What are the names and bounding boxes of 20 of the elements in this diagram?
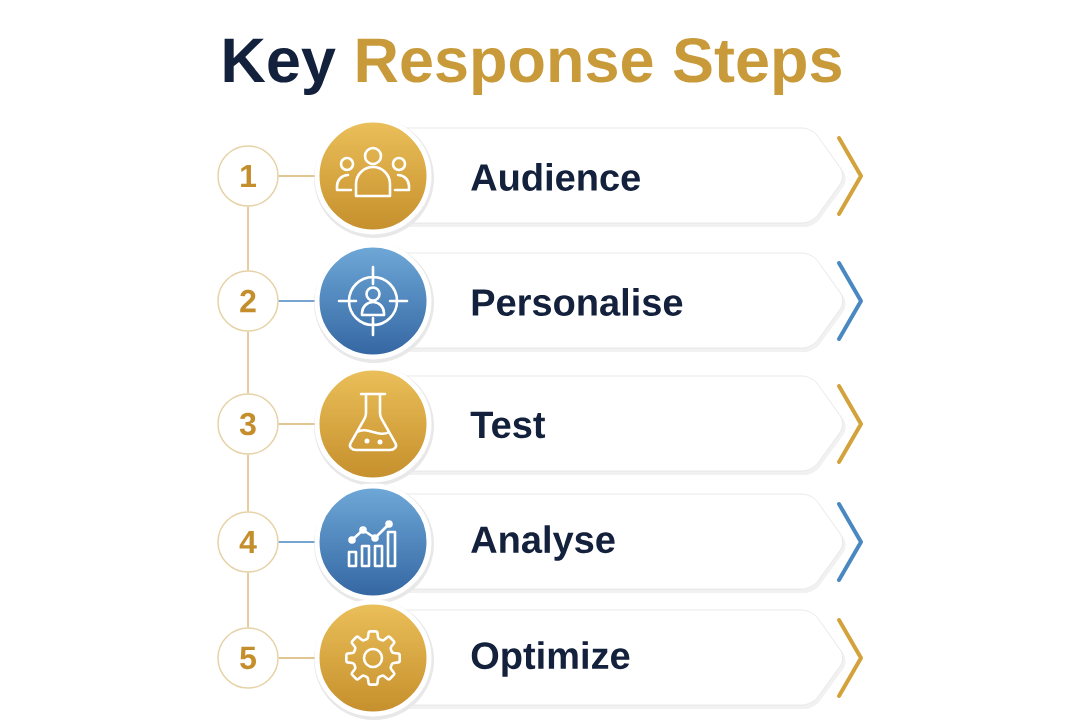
connector-line xyxy=(247,206,249,271)
connector-line xyxy=(278,541,316,543)
connector-line xyxy=(278,657,316,659)
connector-line xyxy=(247,454,249,512)
step-banner: Personalise xyxy=(394,252,846,352)
icon-circle xyxy=(314,242,434,363)
step-banner: Test xyxy=(394,375,846,475)
step-banner: Analyse xyxy=(394,493,846,593)
connector-line xyxy=(247,572,249,628)
icon-circle xyxy=(314,483,434,604)
connector-line xyxy=(278,423,316,425)
icon-circle xyxy=(314,117,434,238)
step-banner: Optimize xyxy=(394,609,846,709)
icon-circle xyxy=(314,599,434,720)
connector-line xyxy=(247,331,249,394)
step-banner: Audience xyxy=(394,127,846,227)
title: Key Response Steps xyxy=(224,38,841,96)
connector-line xyxy=(278,175,316,177)
icon-circle xyxy=(314,365,434,486)
connector-line xyxy=(278,300,316,302)
